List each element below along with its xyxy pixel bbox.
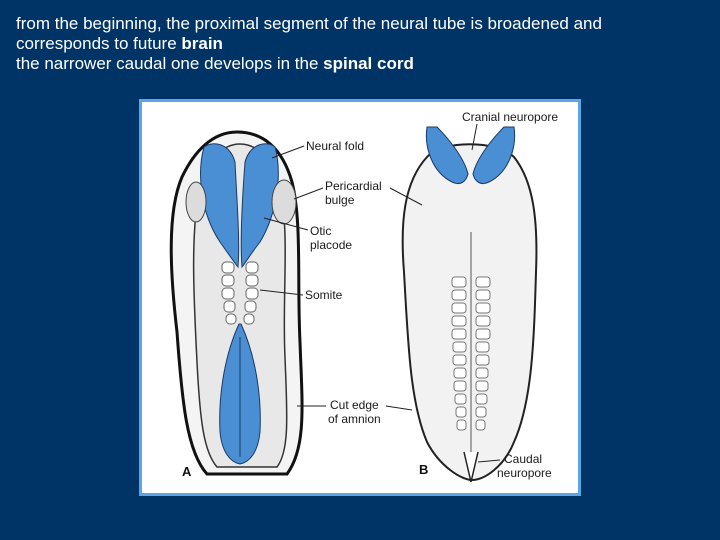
brain-term: brain [181,34,223,53]
label-otic-2: placode [310,238,352,252]
embryo-figure: A [139,99,581,496]
label-caudal-1: Caudal [504,452,542,466]
embryo-b: B [403,127,537,482]
label-caudal-2: neuropore [497,466,552,480]
label-otic-1: Otic [310,224,331,238]
spinal-cord-term: spinal cord [323,54,414,73]
label-neural-fold: Neural fold [306,139,364,153]
caption-line-3: the narrower caudal one develops in the … [16,54,706,74]
pericardial-bulge-a [272,180,296,224]
embryo-illustration: A [142,102,578,493]
body-outline-b [403,144,537,480]
caption-line-1: from the beginning, the proximal segment… [16,14,706,34]
embryo-a: A [171,132,302,479]
panel-label-b: B [419,462,428,477]
label-pericardial-1: Pericardial [325,179,382,193]
label-pericardial-2: bulge [325,193,355,207]
caption-line-2: corresponds to future brain [16,34,706,54]
slide-caption: from the beginning, the proximal segment… [16,14,706,74]
label-somite: Somite [305,288,343,302]
label-cut-edge-1: Cut edge [330,398,379,412]
label-cut-edge-2: of amnion [328,412,381,426]
label-cranial-neuropore: Cranial neuropore [462,110,558,124]
panel-label-a: A [182,464,192,479]
